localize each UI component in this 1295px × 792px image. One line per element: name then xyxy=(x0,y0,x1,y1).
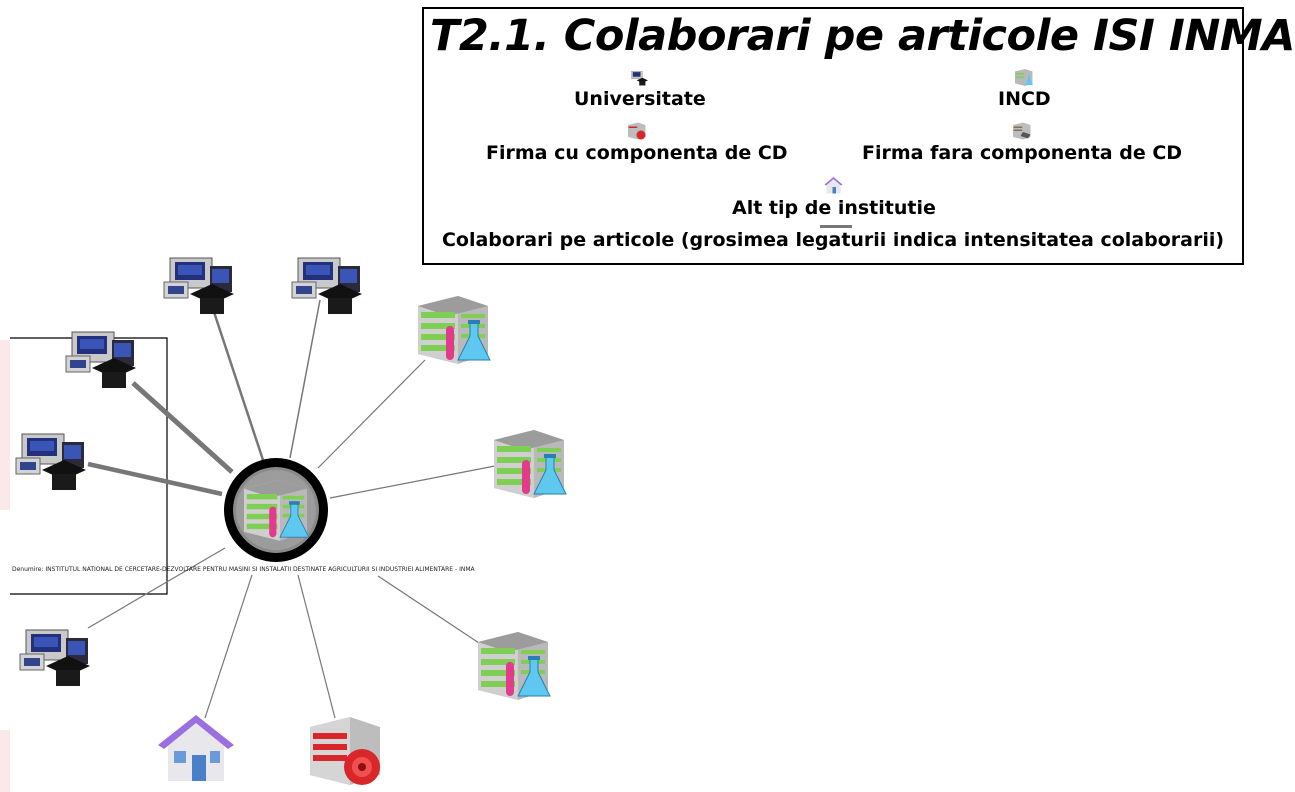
link-incd-3 xyxy=(377,575,483,646)
legend-label: Alt tip de institutie xyxy=(732,197,936,219)
link-univ-3 xyxy=(131,381,234,474)
legend-item-firma-fara-cd: Firma fara componenta de CD xyxy=(862,122,1182,164)
link-univ-5 xyxy=(87,547,226,629)
university-computer-icon xyxy=(19,629,91,687)
edge-highlight xyxy=(0,730,10,792)
node-incd-3[interactable] xyxy=(477,631,551,701)
node-univ-3[interactable] xyxy=(65,331,137,389)
legend-link-swatch xyxy=(820,225,852,228)
center-node-caption: Denumire: INSTITUTUL NATIONAL DE CERCETA… xyxy=(12,566,475,573)
legend-label: INCD xyxy=(998,88,1051,110)
legend-label: Firma fara componenta de CD xyxy=(862,142,1183,164)
link-univ-4 xyxy=(87,461,223,497)
firm-handshake-icon xyxy=(1013,122,1031,140)
node-firma-cd-1[interactable] xyxy=(310,717,380,785)
incd-building-icon xyxy=(493,429,567,499)
link-univ-1 xyxy=(208,299,265,461)
legend-item-universitate: Universitate xyxy=(574,68,706,110)
university-computer-icon xyxy=(631,70,648,86)
node-univ-5[interactable] xyxy=(19,629,91,687)
legend-label: Universitate xyxy=(574,88,706,110)
legend-item-alt-tip: Alt tip de institutie xyxy=(732,177,936,219)
node-univ-1[interactable] xyxy=(163,257,235,315)
links xyxy=(87,299,501,719)
incd-building-icon xyxy=(243,479,310,542)
legend-item-incd: INCD xyxy=(998,68,1051,110)
center-node[interactable] xyxy=(224,458,328,562)
incd-building-icon xyxy=(417,295,491,365)
university-computer-icon xyxy=(15,433,87,491)
link-firma-cd-1 xyxy=(297,574,336,719)
house-icon xyxy=(824,177,843,194)
legend-label: Firma cu componenta de CD xyxy=(486,142,788,164)
node-univ-4[interactable] xyxy=(15,433,87,491)
node-incd-1[interactable] xyxy=(417,295,491,365)
legend-item-firma-cd: Firma cu componenta de CD xyxy=(486,122,788,164)
link-alt-1 xyxy=(204,574,253,719)
incd-building-icon xyxy=(477,631,551,701)
university-computer-icon xyxy=(291,257,363,315)
link-incd-2 xyxy=(329,464,501,499)
firm-bell-icon xyxy=(310,717,380,785)
firm-bell-icon xyxy=(627,122,646,140)
link-incd-1 xyxy=(317,359,426,469)
network-diagram xyxy=(10,257,567,785)
legend-link-label: Colaborari pe articole (grosimea legatur… xyxy=(441,229,1225,251)
node-incd-2[interactable] xyxy=(493,429,567,499)
node-alt-1[interactable] xyxy=(158,715,234,781)
incd-building-icon xyxy=(1015,69,1034,86)
house-icon xyxy=(158,715,234,781)
link-univ-2 xyxy=(289,299,321,459)
legend-box: T2.1. Colaborari pe articole ISI INMA Un… xyxy=(422,7,1295,265)
university-computer-icon xyxy=(163,257,235,315)
edge-highlight xyxy=(0,340,10,510)
node-univ-2[interactable] xyxy=(291,257,363,315)
legend-title: T2.1. Colaborari pe articole ISI INMA xyxy=(430,11,1295,61)
university-computer-icon xyxy=(65,331,137,389)
